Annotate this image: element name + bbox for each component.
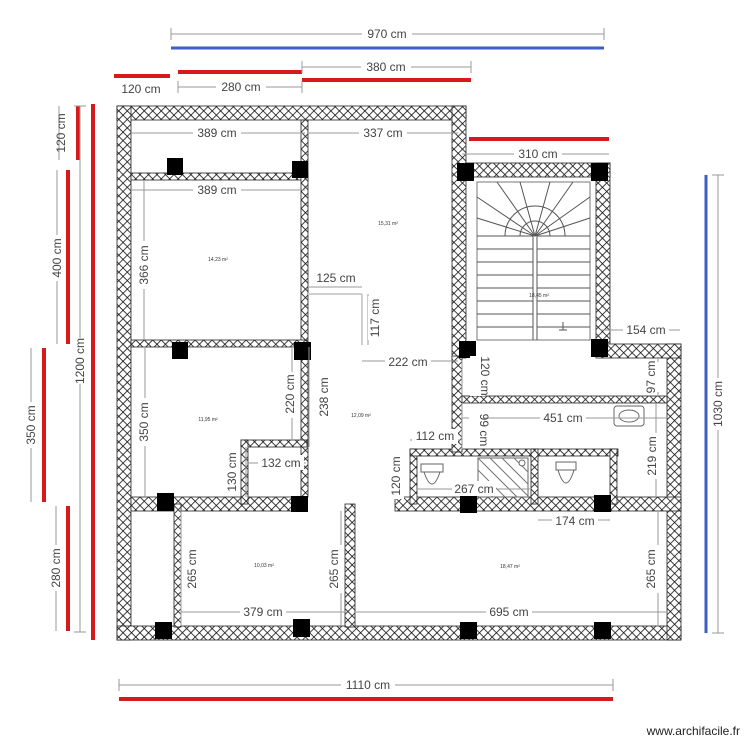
wall-stair-right (595, 162, 611, 357)
dim-132: 132 cm (261, 456, 300, 470)
bathroom-fixtures (420, 405, 645, 498)
area-room-c: 11,95 m² (198, 417, 218, 423)
toilet-icon (420, 463, 444, 485)
dim-r1b-width: 389 cm (197, 183, 236, 197)
wall-right-step (595, 343, 682, 359)
dim-left-a: 120 cm (54, 113, 68, 152)
sink-icon (613, 405, 645, 427)
dim-top-b: 280 cm (221, 80, 260, 94)
area-room-a: 14,23 m² (208, 257, 228, 263)
area-stairwell: 18,45 m² (529, 293, 549, 299)
dim-r2-width: 337 cm (363, 126, 402, 140)
outer-dimension-labels: 970 cm 120 cm 280 cm 380 cm 1110 cm 1200… (23, 26, 726, 693)
dim-265b: 265 cm (327, 549, 341, 588)
wall-interior-12 (409, 448, 619, 457)
dim-left-b: 400 cm (50, 238, 64, 277)
wall-interior-11 (409, 448, 418, 505)
partitions (308, 293, 363, 345)
dim-222: 222 cm (388, 355, 427, 369)
dim-left-total: 1200 cm (73, 338, 87, 384)
wall-interior-10 (459, 395, 668, 404)
wall-left (116, 105, 132, 641)
dim-267: 267 cm (454, 482, 493, 496)
dim-right-total: 1030 cm (711, 381, 725, 427)
wall-interior-1 (130, 172, 309, 181)
wall-top-left (116, 105, 467, 121)
dim-left-d: 280 cm (49, 548, 63, 587)
dim-top-total: 970 cm (367, 27, 406, 41)
dim-99: 99 cm (477, 414, 491, 447)
dim-154: 154 cm (626, 323, 665, 337)
dim-top-a: 120 cm (121, 82, 160, 96)
dim-125: 125 cm (316, 271, 355, 285)
dim-120a: 120 cm (478, 356, 492, 395)
pillars (155, 158, 611, 639)
wall-interior-3 (130, 339, 308, 348)
area-room-b: 15,31 m² (378, 221, 398, 227)
dim-174: 174 cm (555, 514, 594, 528)
wall-right-lower (666, 343, 682, 641)
dim-120b: 120 cm (389, 456, 403, 495)
watermark-text: www.archifacile.fr (646, 724, 740, 738)
dim-left-c: 350 cm (24, 405, 38, 444)
dim-bottom-total: 1110 cm (346, 678, 390, 692)
outer-dimension-bars (42, 46, 708, 701)
wall-stair-top (459, 162, 611, 178)
area-hall: 12,09 m² (351, 413, 371, 419)
dim-238: 238 cm (317, 377, 331, 416)
dim-220: 220 cm (283, 374, 297, 413)
stair-treads-left (477, 235, 533, 328)
dim-350: 350 cm (137, 402, 151, 441)
room-area-labels: 14,23 m² 15,31 m² 18,45 m² 11,95 m² 12,0… (198, 221, 549, 570)
wall-interior-6 (240, 439, 249, 505)
dim-219: 219 cm (645, 436, 659, 475)
dim-265a: 265 cm (185, 549, 199, 588)
dim-130: 130 cm (225, 452, 239, 491)
dim-112: 112 cm (416, 429, 454, 443)
toilet-icon-2 (555, 461, 577, 484)
dim-97: 97 cm (644, 361, 658, 394)
wall-interior-8 (344, 503, 356, 628)
staircase (476, 181, 591, 341)
wall-interior-14 (609, 448, 618, 505)
area-room-d: 10,03 m² (254, 563, 274, 569)
dim-r1-width: 389 cm (197, 126, 236, 140)
dim-379: 379 cm (243, 605, 282, 619)
stair-winders (476, 181, 591, 237)
dim-117: 117 cm (368, 299, 382, 337)
interior-dimension-labels: 389 cm 389 cm 337 cm 310 cm 366 cm 125 c… (137, 125, 669, 619)
wall-interior-13 (530, 448, 539, 505)
dim-265c: 265 cm (644, 549, 658, 588)
wall-interior-9 (173, 503, 182, 628)
dim-451: 451 cm (543, 411, 582, 425)
wall-interior-5 (240, 439, 308, 448)
dim-stair-width: 310 cm (518, 147, 557, 161)
wall-stair-left (451, 105, 467, 359)
dim-top-c: 380 cm (366, 60, 405, 74)
dim-695: 695 cm (489, 605, 528, 619)
dim-r1-height: 366 cm (137, 245, 151, 284)
stair-treads-right (537, 235, 590, 328)
area-room-e: 18,47 m² (500, 564, 520, 570)
